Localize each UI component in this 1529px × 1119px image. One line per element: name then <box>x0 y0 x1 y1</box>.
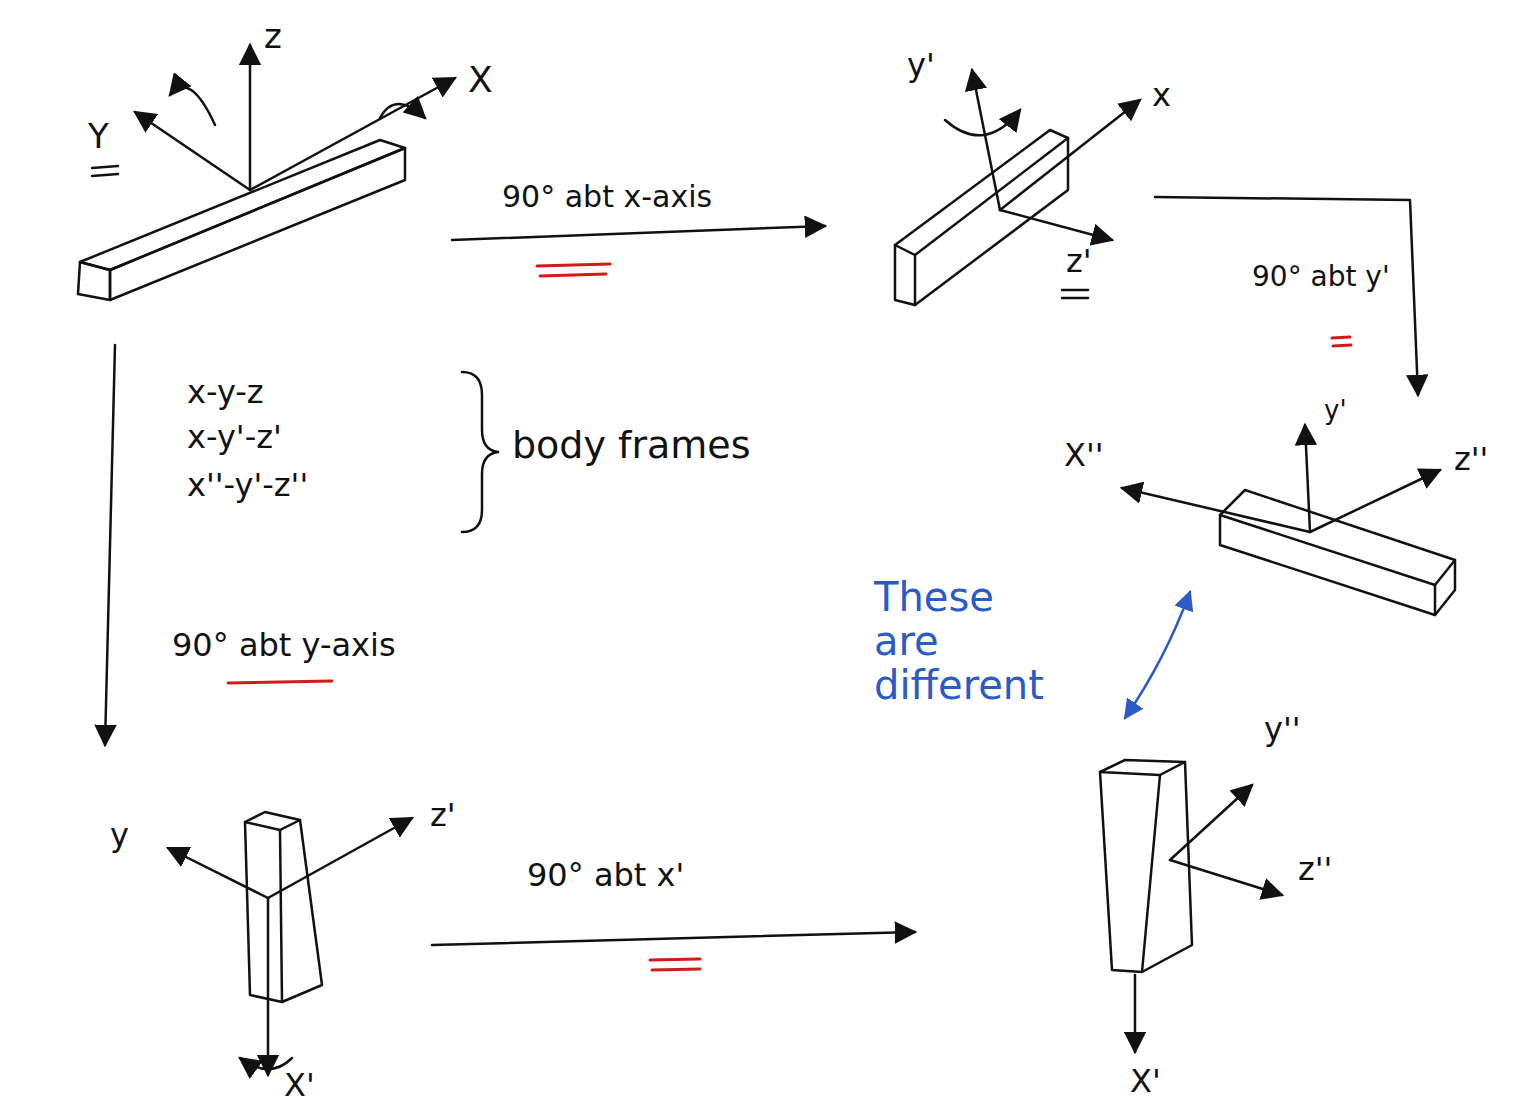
transition-arrow <box>432 932 915 945</box>
label: y' <box>1322 396 1349 425</box>
bar-after-x-rotation <box>895 70 1140 305</box>
label: x''-y'-z'' <box>185 468 310 503</box>
underline <box>537 264 610 276</box>
label: y <box>108 818 131 853</box>
label: y' <box>905 48 937 83</box>
label: z' <box>1064 244 1094 279</box>
label: X'' <box>1062 438 1106 473</box>
label: z <box>262 18 284 55</box>
label: x <box>1150 78 1173 113</box>
brace <box>462 372 498 532</box>
comparison-arrow <box>1125 592 1190 718</box>
bar-after-x-prime-rotation <box>1100 760 1282 1052</box>
label: Y <box>86 118 111 155</box>
transition-arrow <box>1155 197 1418 395</box>
label: These are different <box>872 575 1046 707</box>
label: X' <box>1128 1064 1163 1099</box>
bar-initial <box>78 45 455 300</box>
bar-after-y-prime-rotation <box>1122 425 1455 615</box>
label: y'' <box>1262 712 1303 747</box>
label: body frames <box>510 425 753 467</box>
label: z' <box>428 798 458 833</box>
label: z'' <box>1452 442 1490 477</box>
label: x-y'-z' <box>185 420 284 455</box>
underline <box>650 959 700 970</box>
label: 90° abt y-axis <box>170 628 398 663</box>
label: X <box>466 60 495 100</box>
label: z'' <box>1296 852 1334 887</box>
label: 90° abt y' <box>1250 262 1394 293</box>
transition-arrow <box>452 226 825 240</box>
underline <box>1332 337 1351 346</box>
label: 90° abt x' <box>525 858 686 893</box>
bar-after-y-rotation <box>168 812 412 1075</box>
label: 90° abt x-axis <box>500 180 714 213</box>
underline <box>228 681 332 683</box>
label: X' <box>282 1068 317 1103</box>
label: x-y-z <box>185 375 266 410</box>
transition-arrow <box>105 345 115 745</box>
